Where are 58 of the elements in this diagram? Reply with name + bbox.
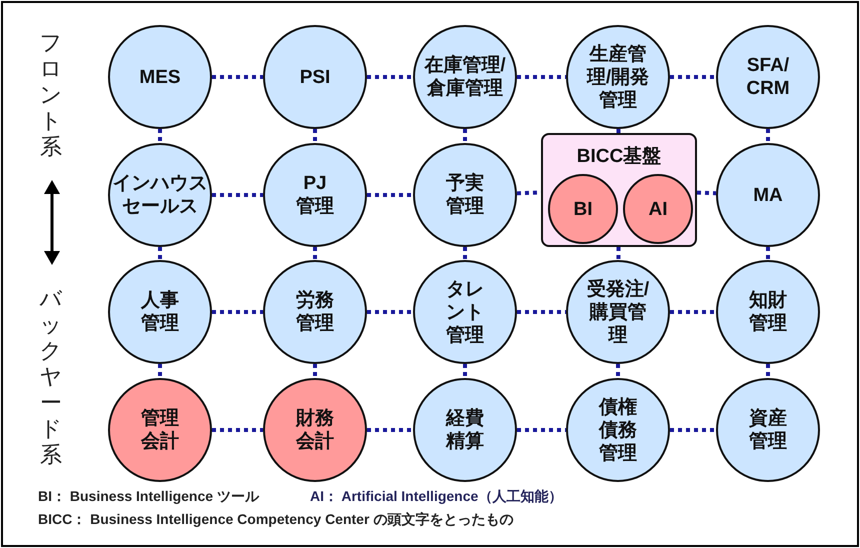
node-label: 予実管理 [445,172,485,218]
node-label: PSI [298,66,332,88]
dotted-connector [212,310,263,314]
dotted-connector [158,247,162,260]
node-label: 労務管理 [295,289,335,335]
dotted-connector [696,190,716,196]
footnote: AI： Artificial Intelligence（人工知能） [310,488,562,506]
node-label: BI [572,198,594,220]
node-label: 資産管理 [748,407,788,453]
node-label: MA [752,184,784,206]
node-label: 生産管理/開発管理 [586,42,650,112]
dotted-connector [616,128,620,134]
dotted-connector [367,428,413,432]
footnote: BI： Business Intelligence ツール [38,488,259,506]
node-label: SFA/CRM [745,54,791,100]
node-label: AI [648,198,668,220]
footnote: BICC： Business Intelligence Competency Center の頭文字をとったもの [38,511,514,529]
dotted-connector [212,428,263,432]
node-label: 経費精算 [444,407,485,453]
dotted-connector [766,364,770,378]
side-label: フロント系 [38,30,64,160]
node-label: 受発注/購買管理 [586,278,650,346]
dotted-connector [367,75,413,79]
dotted-connector [463,247,467,260]
dotted-connector [670,75,716,79]
dotted-connector [517,75,566,79]
dotted-connector [766,247,770,260]
side-label: バックヤード系 [38,286,64,468]
dotted-connector [313,129,317,143]
dotted-connector [212,75,263,79]
node-label: PJ管理 [295,172,335,218]
node-label: タレント管理 [445,278,485,346]
dotted-connector [313,364,317,378]
dotted-connector [313,247,317,260]
node-label: 知財管理 [748,289,788,335]
dotted-connector [158,129,162,143]
node-label: 財務会計 [294,407,335,453]
box-heading: BICC基盤 [576,145,662,168]
dotted-connector [212,193,263,197]
node-label: 人事管理 [140,289,180,335]
dotted-connector [616,246,621,260]
dotted-connector [670,310,716,314]
dotted-connector [367,310,413,314]
dotted-connector [463,129,467,143]
dotted-connector [158,364,162,378]
dotted-connector [463,364,467,378]
dotted-connector [367,193,413,197]
node-label: MES [138,66,182,88]
dotted-connector [670,428,716,432]
node-label: 債権債務管理 [598,396,638,464]
node-label: 管理会計 [140,407,180,453]
node-label: インハウスセールス [112,172,208,218]
dotted-connector [517,428,566,432]
node-label: 在庫管理/倉庫管理 [423,54,507,100]
dotted-connector [517,310,566,314]
group-box [541,133,697,247]
dotted-connector [766,129,770,143]
dotted-connector [616,364,620,378]
